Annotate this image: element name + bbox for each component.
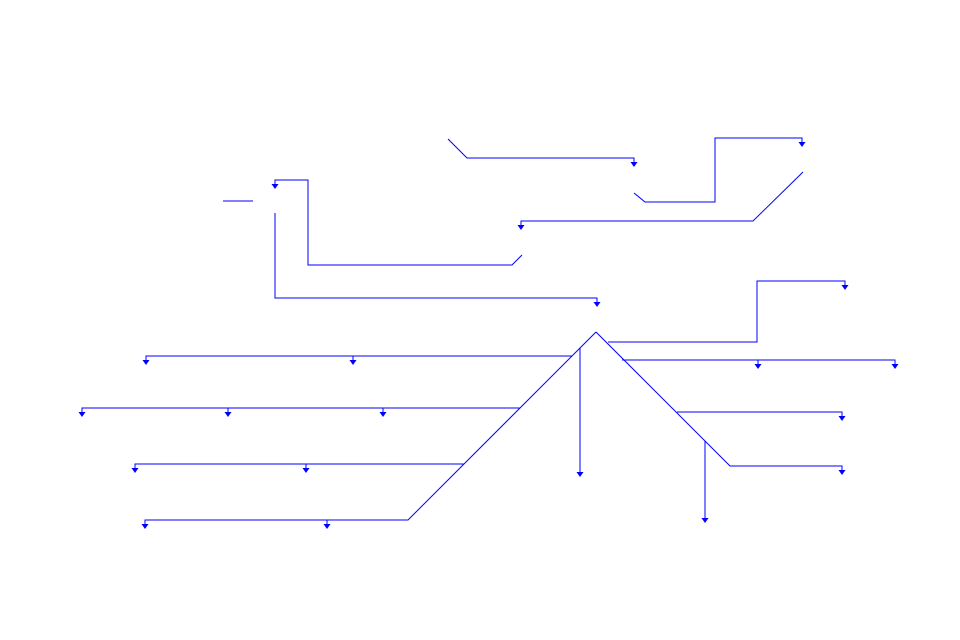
connector-lines bbox=[78, 137, 899, 529]
connector-top-center bbox=[447, 138, 638, 167]
connector-peak-left-branch bbox=[141, 331, 597, 529]
connector-peak-right-branch bbox=[595, 331, 846, 475]
connector-branch-right-row-2 bbox=[677, 411, 846, 421]
connector-branch-row-1 bbox=[142, 355, 572, 365]
connector-branch-row-2 bbox=[78, 407, 520, 417]
connector-left-to-peak bbox=[274, 213, 601, 307]
connector-branch-row-3 bbox=[131, 463, 464, 473]
connector-loop-left bbox=[271, 179, 523, 266]
connector-top-right bbox=[633, 137, 806, 203]
connector-right-up bbox=[608, 280, 849, 343]
connector-branch-right-row-1 bbox=[622, 359, 899, 369]
connector-right-to-middle bbox=[517, 171, 804, 230]
